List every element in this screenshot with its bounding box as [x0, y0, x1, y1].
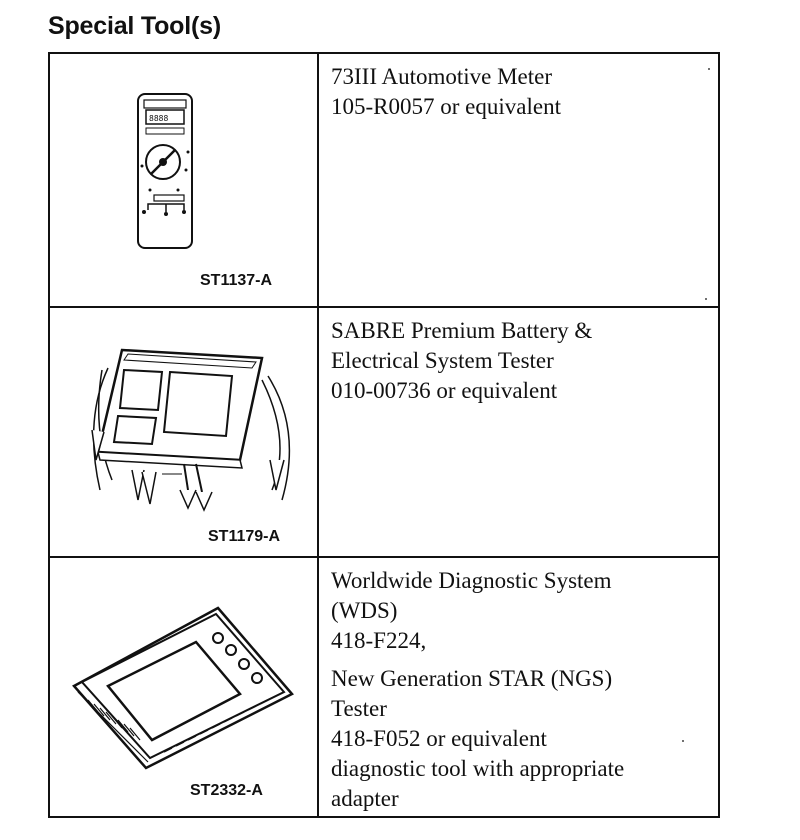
tool-description-cell: 73III Automotive Meter 105-R0057 or equi…: [319, 54, 718, 306]
tool-image-label: ST1137-A: [200, 272, 273, 289]
tool-name: Worldwide Diagnostic System: [331, 568, 612, 593]
tool-image-label: ST2332-A: [190, 782, 263, 799]
tool-part-number: 105-R0057 or equivalent: [331, 94, 561, 119]
tool-name: 73III Automotive Meter: [331, 64, 553, 89]
page-title: Special Tool(s): [48, 12, 221, 40]
tool-name: Electrical System Tester: [331, 348, 554, 373]
tool-name: (WDS): [331, 598, 398, 623]
tool-description: adapter: [331, 786, 399, 811]
battery-tester-icon: [91, 348, 291, 512]
scan-speck: [705, 298, 707, 300]
tool-name: New Generation STAR (NGS): [331, 666, 613, 691]
tool-part-number: 418-F052 or equivalent: [331, 726, 547, 751]
multimeter-icon: 8888: [137, 93, 193, 249]
tool-image-cell: ST1179-A: [50, 308, 319, 556]
tool-image-cell: ST2332-A: [50, 558, 319, 816]
diagnostic-tablet-icon: [72, 606, 294, 770]
special-tools-table: 8888 ST1137-A 73III Automotive Meter: [48, 52, 720, 818]
tool-image-cell: 8888 ST1137-A: [50, 54, 319, 306]
scan-speck: [708, 68, 710, 70]
tool-name: Tester: [331, 696, 387, 721]
table-row: ST2332-A Worldwide Diagnostic System (WD…: [50, 558, 718, 816]
tool-image-label: ST1179-A: [208, 528, 281, 545]
table-row: 8888 ST1137-A 73III Automotive Meter: [50, 54, 718, 308]
tool-name: SABRE Premium Battery &: [331, 318, 593, 343]
table-row: ST1179-A SABRE Premium Battery & Electri…: [50, 308, 718, 558]
tool-part-number: 418-F224,: [331, 628, 427, 653]
scan-speck: [682, 740, 684, 742]
tool-description-cell: Worldwide Diagnostic System (WDS) 418-F2…: [319, 558, 718, 816]
tool-part-number: 010-00736 or equivalent: [331, 378, 558, 403]
tool-description: diagnostic tool with appropriate: [331, 756, 625, 781]
svg-text:8888: 8888: [149, 114, 168, 123]
tool-description-cell: SABRE Premium Battery & Electrical Syste…: [319, 308, 718, 556]
